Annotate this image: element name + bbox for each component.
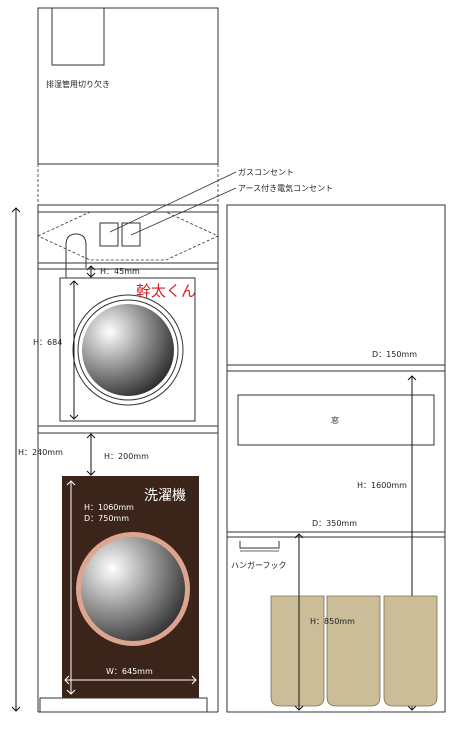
window-label: 窓 — [331, 415, 339, 425]
right-section: D：150mm 窓 H：1600mm D：350mm ハンガーフック H：850… — [226, 204, 446, 713]
hanger-hook — [239, 541, 280, 549]
washer-depth-label: D：750mm — [84, 514, 129, 523]
gas-outlet-box — [99, 222, 119, 247]
depth-150-label: D：150mm — [372, 350, 417, 359]
dryer-drum — [82, 304, 174, 396]
window — [237, 394, 435, 446]
upper-cabinet: 排湿管用切り欠き — [37, 7, 219, 208]
electric-outlet-box — [121, 222, 141, 247]
left-frame: ガスコンセント アース付き電気コンセント — [37, 167, 333, 713]
right-height-label: H：1600mm — [357, 481, 407, 490]
gas-pipe — [65, 233, 87, 278]
depth-350-label: D：350mm — [312, 519, 357, 528]
gas-dryer: 幹太くん H：684 — [33, 277, 196, 422]
gap-45-dimension: H：45mm — [86, 265, 140, 278]
hanger-hook-label: ハンガーフック — [231, 560, 287, 570]
washer-width-label: W：645mm — [106, 667, 153, 676]
exhaust-notch-label: 排湿管用切り欠き — [46, 79, 110, 89]
gap-200-dimension: H：200mm — [86, 433, 149, 476]
basket-left — [270, 595, 325, 707]
washer-height-label: H：1060mm — [84, 503, 134, 512]
gap-45-label: H：45mm — [100, 267, 140, 276]
washer-name: 洗濯機 — [144, 488, 186, 504]
exhaust-notch — [51, 8, 105, 66]
basket-middle — [326, 595, 381, 707]
dryer-name: 幹太くん — [136, 282, 196, 300]
dryer-door-ring — [72, 294, 184, 406]
electric-outlet-label: アース付き電気コンセント — [238, 183, 333, 193]
electric-outlet-leader — [130, 187, 237, 236]
basket-height-label: H：850mm — [310, 617, 355, 626]
total-height-label: H：240mm — [18, 448, 63, 457]
gap-200-label: H：200mm — [104, 452, 149, 461]
dryer-height-label: H：684 — [33, 338, 62, 347]
gas-zone-outline — [37, 211, 219, 261]
washer-base — [39, 697, 208, 713]
gas-outlet-label: ガスコンセント — [238, 167, 294, 177]
washing-machine: 洗濯機 H：1060mm D：750mm W：645mm — [39, 476, 208, 713]
washer-drum — [81, 537, 185, 641]
basket-right — [383, 595, 438, 707]
gas-outlet-leader — [109, 171, 237, 233]
total-height-dimension: H：240mm — [11, 207, 63, 712]
